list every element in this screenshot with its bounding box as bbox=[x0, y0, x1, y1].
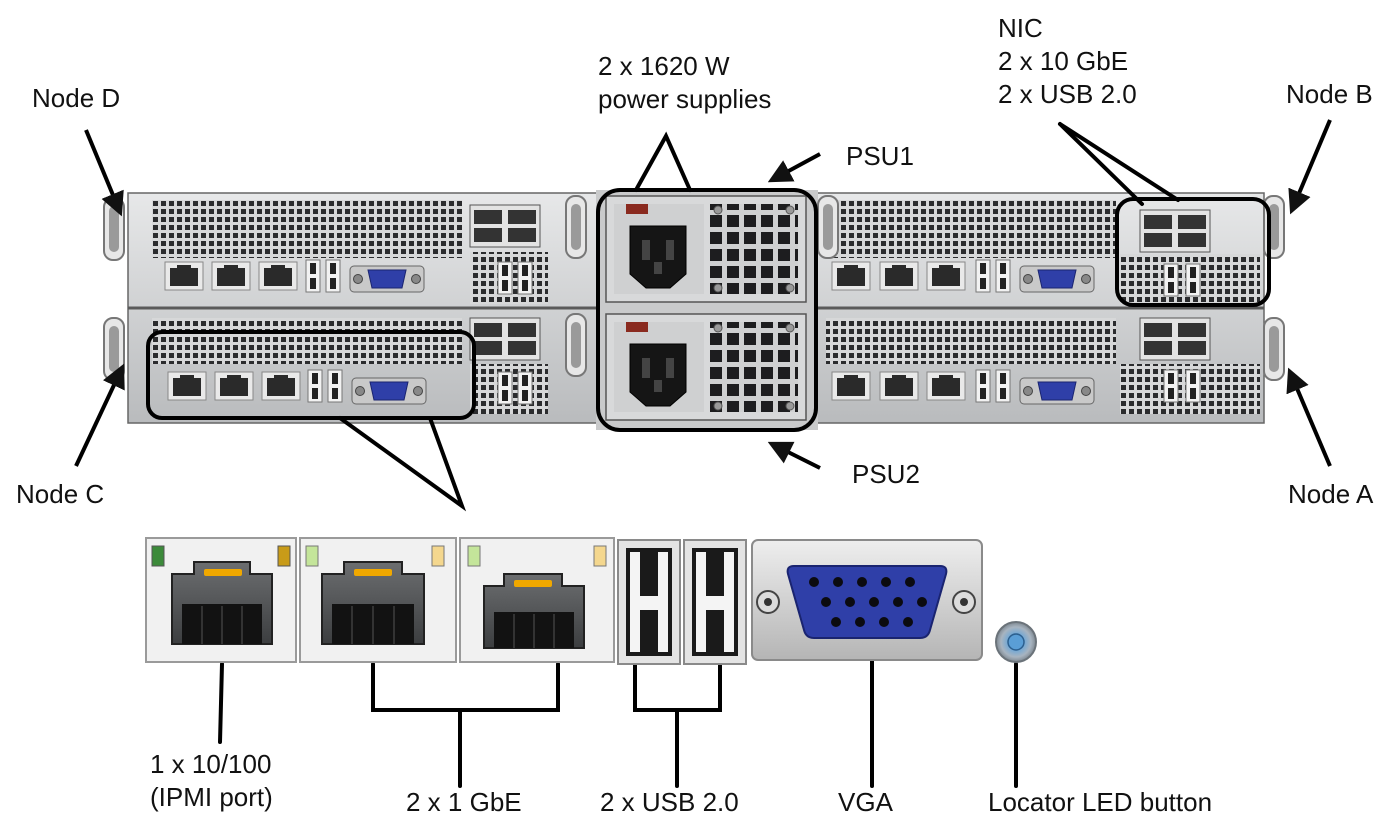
label-psu-heading-line2: power supplies bbox=[598, 84, 772, 114]
gbe2-rj45-port-icon bbox=[459, 537, 615, 663]
server-chassis bbox=[103, 190, 1285, 430]
io-detail-panel bbox=[145, 537, 1037, 665]
label-nic: NIC 2 x 10 GbE 2 x USB 2.0 bbox=[998, 12, 1137, 111]
psu-highlight-box bbox=[596, 188, 818, 432]
node-a-panel bbox=[826, 317, 1260, 414]
label-node-c: Node C bbox=[16, 479, 105, 509]
usb2-port-icon bbox=[683, 539, 747, 665]
handle-psu1-left bbox=[565, 195, 587, 259]
callout-lines bbox=[218, 122, 1180, 788]
arrow-node-d bbox=[84, 129, 124, 217]
label-gbe: 2 x 1 GbE bbox=[406, 787, 522, 817]
handle-node-a bbox=[1263, 317, 1285, 381]
label-psu2: PSU2 bbox=[852, 459, 920, 489]
label-ipmi-line1: 1 x 10/100 bbox=[150, 749, 272, 779]
vga-port-icon bbox=[751, 539, 983, 661]
label-vga: VGA bbox=[838, 787, 893, 817]
node-d-panel bbox=[152, 200, 548, 304]
arrow-node-b bbox=[1288, 119, 1332, 215]
label-nic-line1: NIC bbox=[998, 13, 1043, 43]
gbe1-rj45-port-icon bbox=[299, 537, 457, 663]
locator-led-button-icon bbox=[995, 621, 1037, 663]
label-usb: 2 x USB 2.0 bbox=[600, 787, 739, 817]
node-c-panel bbox=[152, 317, 548, 414]
nic-highlight-box bbox=[1115, 197, 1271, 307]
arrow-psu1 bbox=[767, 152, 821, 183]
ipmi-rj45-port-icon bbox=[145, 537, 297, 663]
arrow-node-c bbox=[74, 363, 125, 467]
usb1-port-icon bbox=[617, 539, 681, 665]
label-node-a: Node A bbox=[1288, 479, 1374, 509]
arrow-node-a bbox=[1286, 367, 1332, 467]
handle-psu2-left bbox=[565, 313, 587, 377]
handle-psu1-right bbox=[817, 195, 839, 259]
label-nic-line3: 2 x USB 2.0 bbox=[998, 79, 1137, 109]
label-ipmi: 1 x 10/100 (IPMI port) bbox=[150, 748, 273, 814]
label-ipmi-line2: (IPMI port) bbox=[150, 782, 273, 812]
label-psu1: PSU1 bbox=[846, 141, 914, 171]
label-locator: Locator LED button bbox=[988, 787, 1213, 817]
handle-node-d bbox=[103, 197, 125, 261]
psu-bay bbox=[596, 190, 818, 430]
label-psu-heading-line1: 2 x 1620 W bbox=[598, 51, 730, 81]
node-b-panel bbox=[826, 200, 1260, 304]
label-node-b: Node B bbox=[1286, 79, 1373, 109]
node-c-io-highlight-box bbox=[146, 330, 476, 420]
arrow-psu2 bbox=[767, 441, 821, 470]
callout-arrows bbox=[74, 119, 1332, 470]
label-node-d: Node D bbox=[32, 83, 121, 113]
label-nic-line2: 2 x 10 GbE bbox=[998, 46, 1129, 76]
label-psu-heading: 2 x 1620 W power supplies bbox=[598, 50, 771, 116]
